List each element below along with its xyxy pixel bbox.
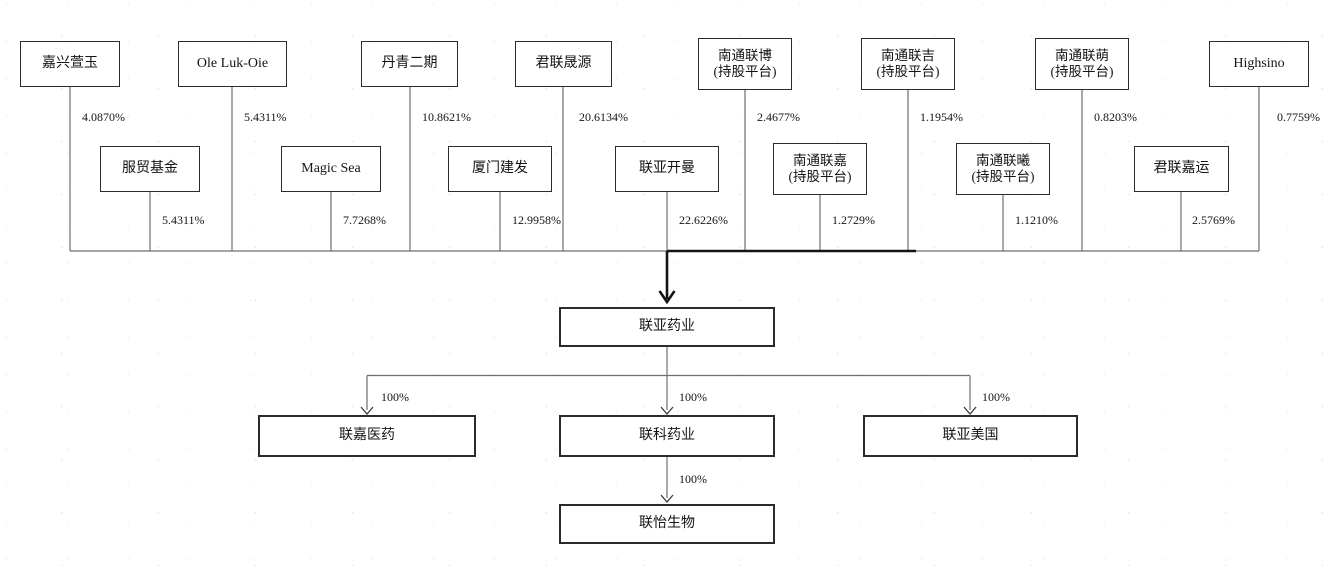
ownership-percentage: 100%: [679, 390, 707, 404]
arrowhead-right-child: [963, 406, 977, 415]
shareholder-name: 南通联吉: [881, 48, 935, 64]
ownership-percentage: 100%: [982, 390, 1010, 404]
shareholder-box-magic-sea: Magic Sea: [281, 146, 381, 192]
arrowhead-left-child: [360, 406, 374, 415]
subsidiary-name: 联亚美国: [942, 427, 999, 443]
shareholder-box-xiamen-jianfa: 厦门建发: [448, 146, 552, 192]
ownership-percentage: 10.8621%: [422, 110, 471, 124]
subsidiary-box-lianke-pharma: 联科药业: [559, 415, 775, 457]
shareholder-box-nantong-lianji: 南通联吉 (持股平台): [861, 38, 955, 90]
shareholder-subname: (持股平台): [1050, 64, 1114, 79]
shareholder-name: 厦门建发: [472, 160, 528, 176]
shareholder-box-nantong-lianbo: 南通联博 (持股平台): [698, 38, 792, 90]
shareholder-name: 丹青二期: [381, 55, 438, 71]
thin-arrowheads: [360, 406, 977, 503]
shareholder-subname: (持股平台): [876, 64, 940, 79]
ownership-percentage: 1.2729%: [832, 213, 875, 227]
ownership-percentage: 5.4311%: [162, 213, 205, 227]
shareholder-box-danqing-erqi: 丹青二期: [361, 41, 458, 87]
company-name: 联亚药业: [639, 318, 695, 334]
shareholder-name: 服贸基金: [122, 160, 178, 176]
ownership-percentage: 0.7759%: [1277, 110, 1320, 124]
shareholder-box-junlian-shengyuan: 君联晟源: [515, 41, 612, 87]
shareholder-name: 南通联萌: [1055, 48, 1109, 64]
ownership-percentage: 100%: [381, 390, 409, 404]
ownership-percentage: 1.1210%: [1015, 213, 1058, 227]
shareholder-name: 君联嘉运: [1153, 160, 1210, 176]
ownership-percentage: 22.6226%: [679, 213, 728, 227]
shareholder-subname: (持股平台): [971, 169, 1035, 184]
shareholder-name: Highsino: [1233, 55, 1285, 71]
shareholder-subname: (持股平台): [788, 169, 852, 184]
shareholder-name: 嘉兴萱玉: [42, 55, 98, 71]
ownership-percentage: 100%: [679, 472, 707, 486]
shareholder-box-ole-luk-oie: Ole Luk-Oie: [178, 41, 287, 87]
subsidiary-name: 联科药业: [639, 427, 695, 443]
ownership-percentage: 1.1954%: [920, 110, 963, 124]
ownership-percentage: 2.5769%: [1192, 213, 1235, 227]
shareholder-box-lianya-kaiman: 联亚开曼: [615, 146, 719, 192]
shareholder-box-nantong-lianjia: 南通联嘉 (持股平台): [773, 143, 867, 195]
ownership-percentage: 2.4677%: [757, 110, 800, 124]
shareholder-box-nantong-lianxi: 南通联曦 (持股平台): [956, 143, 1050, 195]
shareholder-box-highsino: Highsino: [1209, 41, 1309, 87]
subsidiary-box-lianjia-pharma: 联嘉医药: [258, 415, 476, 457]
shareholder-box-junlian-jiayun: 君联嘉运: [1134, 146, 1229, 192]
main-arrowhead: [658, 290, 676, 305]
thin-connectors: [69, 86, 1260, 498]
ownership-percentage: 12.9958%: [512, 213, 561, 227]
subsidiary-box-lianya-usa: 联亚美国: [863, 415, 1078, 457]
ownership-percentage: 5.4311%: [244, 110, 287, 124]
ownership-percentage: 20.6134%: [579, 110, 628, 124]
shareholder-name: Ole Luk-Oie: [196, 55, 269, 71]
shareholder-name: Magic Sea: [301, 160, 361, 176]
subsidiary-box-lianyi-bio: 联怡生物: [559, 504, 775, 544]
shareholder-name: 联亚开曼: [639, 160, 695, 176]
subsidiary-name: 联怡生物: [639, 515, 695, 531]
ownership-percentage: 4.0870%: [82, 110, 125, 124]
subsidiary-name: 联嘉医药: [339, 427, 395, 443]
shareholder-name: 南通联博: [718, 48, 772, 64]
arrowhead-grandchild: [660, 494, 674, 503]
ownership-percentage: 7.7268%: [343, 213, 386, 227]
company-box-lianya-pharma: 联亚药业: [559, 307, 775, 347]
shareholder-name: 南通联嘉: [793, 153, 847, 169]
shareholder-box-fumao-jijin: 服贸基金: [100, 146, 200, 192]
heavy-connectors: [658, 249, 916, 305]
ownership-percentage: 0.8203%: [1094, 110, 1137, 124]
shareholder-box-nantong-lianmeng: 南通联萌 (持股平台): [1035, 38, 1129, 90]
shareholder-subname: (持股平台): [713, 64, 777, 79]
shareholder-name: 君联晟源: [535, 55, 592, 71]
arrowhead-mid-child: [660, 406, 674, 415]
shareholder-box-jiaxing-xuanyu: 嘉兴萱玉: [20, 41, 120, 87]
shareholder-name: 南通联曦: [976, 153, 1030, 169]
